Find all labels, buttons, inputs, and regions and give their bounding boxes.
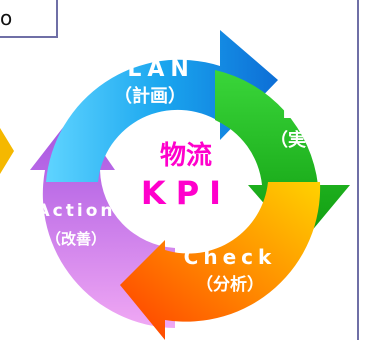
action-label: Action (37, 201, 116, 221)
chevron-right-icon (0, 128, 14, 174)
do-label-ja: （実行） (270, 129, 342, 151)
plan-label-ja: （計画） (114, 85, 186, 107)
plan-arrow (46, 30, 278, 182)
action-label-ja: （改善） (46, 230, 106, 248)
check-label-ja: （分析） (196, 274, 264, 295)
right-border-line (357, 0, 359, 340)
check-label: Check (184, 245, 277, 269)
center-label-line1: 物流 (160, 141, 212, 171)
plan-label: PLAN (105, 57, 195, 82)
top-left-box: o (0, 0, 58, 38)
check-arrow (120, 182, 321, 340)
center-label-line2: KPI (141, 174, 231, 212)
do-label: DO (282, 96, 330, 124)
top-left-box-text: o (0, 6, 13, 30)
